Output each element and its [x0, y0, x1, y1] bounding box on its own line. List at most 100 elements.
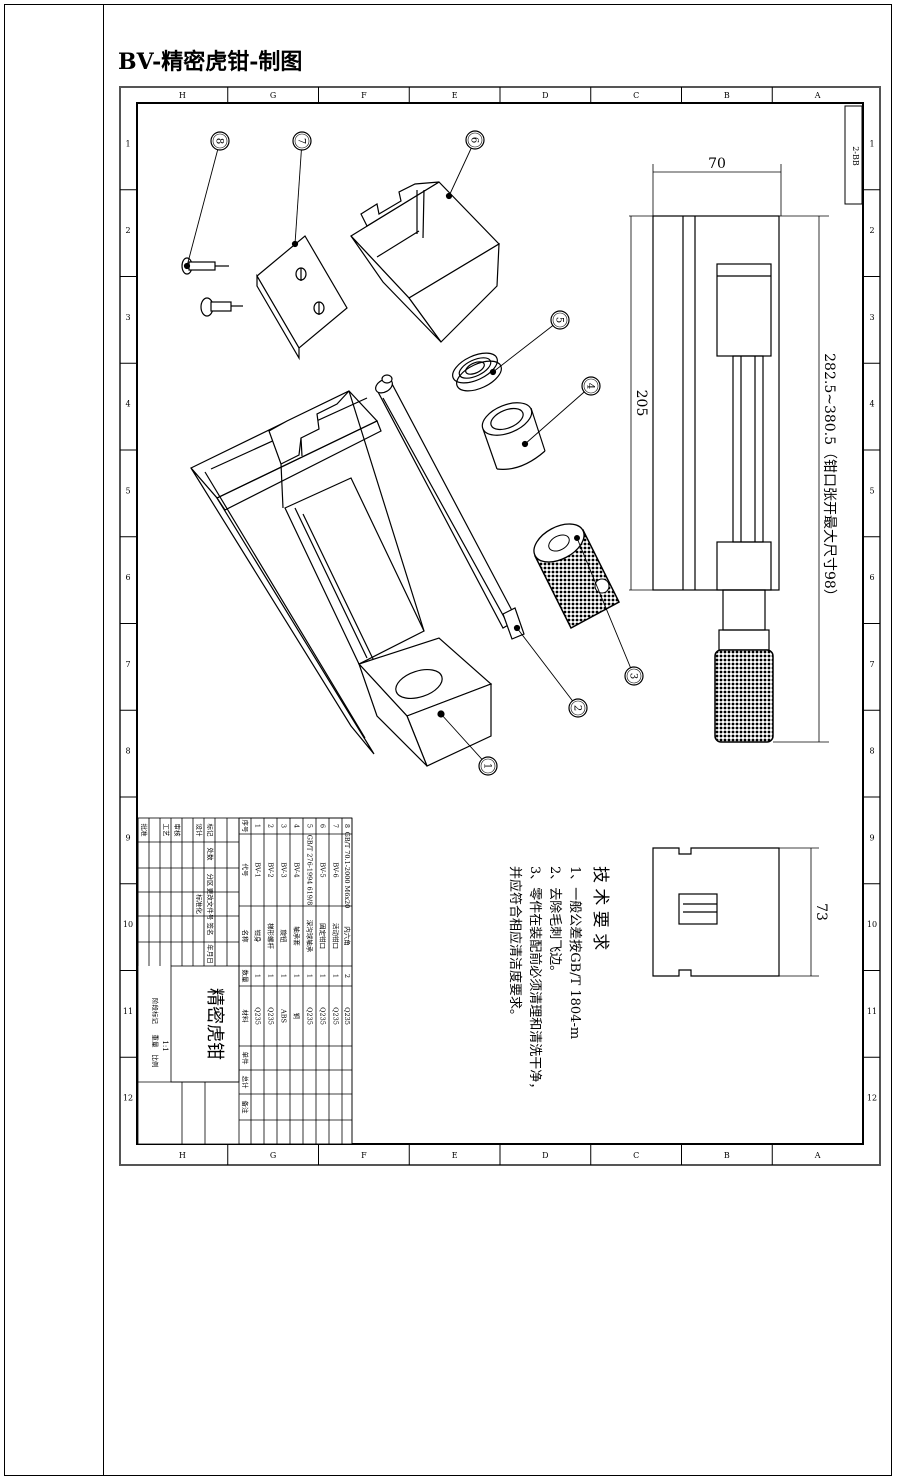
part-2-lead-screw: [375, 374, 525, 640]
zone-col-bottom-C: C: [633, 1151, 639, 1160]
tech-req-item-1: 1、一般公差按GB/T 1804-m: [567, 866, 583, 1039]
tech-req-item-2: 2、去除毛刺飞边。: [547, 866, 562, 978]
callout-leader-2: [516, 627, 579, 709]
bom-row-qty: 1: [306, 974, 314, 978]
zone-row-left-8: 8: [125, 747, 130, 756]
bom-row-name: 内六角: [343, 926, 352, 946]
title-block-label: 更改文件号: [206, 888, 215, 921]
zone-col-top-D: D: [542, 91, 548, 100]
zone-row-left-2: 2: [125, 226, 130, 235]
bom-row-name: 活动钳口: [332, 923, 341, 949]
bom-row-code: BV-4: [293, 862, 301, 877]
zone-col-top-H: H: [179, 91, 186, 100]
part-1-vise-body: [190, 390, 493, 767]
bom-row-material: ABS: [280, 1008, 288, 1023]
zone-row-right-7: 7: [869, 660, 874, 669]
title-block-label: 年月日: [206, 944, 215, 964]
title-block-label: 比例: [151, 1055, 160, 1068]
zone-row-right-4: 4: [869, 400, 874, 409]
end-view: [652, 847, 780, 977]
bom-row-no: 7: [332, 824, 340, 828]
bom-row-code: BV-6: [332, 862, 340, 877]
part-3-knob: [533, 523, 620, 630]
bom-header-cell: 代号: [241, 864, 250, 878]
callout-balloon-6: [465, 130, 485, 150]
bom-header-cell: 总计: [241, 1076, 250, 1090]
bom-row-material: Q235: [343, 1007, 351, 1025]
callout-leader-4: [524, 385, 592, 445]
bom-row-no: 3: [280, 824, 288, 828]
bom-row-name: 轴承套: [293, 926, 302, 946]
bom-header-cell: 单件: [241, 1052, 250, 1066]
zone-row-left-3: 3: [125, 313, 130, 322]
callout-number-6: 6: [469, 137, 480, 143]
dim-end-height: 73: [813, 903, 829, 921]
callout-number-7: 7: [296, 138, 307, 144]
top-view: [652, 215, 780, 743]
zone-row-right-9: 9: [869, 833, 874, 842]
bom-row-material: Q235: [267, 1007, 275, 1025]
zone-col-top-G: G: [270, 91, 276, 100]
title-block-label: 批准: [140, 824, 149, 838]
title-block-label: 重量: [151, 1035, 159, 1049]
title-block-label: 标准化: [195, 894, 204, 914]
bom-row-name: 深沟球轴承: [306, 920, 315, 953]
bom-header-cell: 数量: [241, 970, 250, 984]
part-4-bearing-sleeve: [481, 402, 546, 470]
zone-row-left-7: 7: [125, 660, 130, 669]
callout-balloon-2: [568, 698, 588, 718]
sheet-code: 2-BB: [851, 146, 860, 166]
bom-row-material: 铜: [293, 1013, 302, 1020]
part-8-screws: [181, 257, 243, 317]
bom-row-material: Q235: [254, 1007, 262, 1025]
zone-col-top-A: A: [814, 91, 821, 100]
part-6-fixed-jaw: [350, 181, 500, 343]
bom-row-qty: 1: [254, 974, 262, 978]
bom-row-code: BV-3: [280, 862, 288, 877]
bom-row-qty: 1: [332, 974, 340, 978]
zone-row-right-1: 1: [869, 139, 874, 148]
bom-row-name: 钳身: [254, 930, 263, 944]
bom-header-cell: 材料: [241, 1010, 250, 1024]
callout-number-4: 4: [585, 383, 596, 389]
bom-row-no: 4: [293, 824, 301, 828]
bom-row-qty: 1: [267, 974, 275, 978]
bom-row-qty: 2: [343, 974, 351, 978]
title-block-label: 分区: [206, 874, 215, 888]
bom-row-code: BV-2: [267, 862, 275, 877]
zone-row-right-6: 6: [869, 573, 874, 582]
technical-requirements: 技 术 要 求 1、一般公差按GB/T 1804-m 2、去除毛刺飞边。 3、零…: [507, 866, 610, 1095]
zone-col-top-F: F: [361, 91, 367, 100]
zone-col-bottom-E: E: [452, 1151, 458, 1160]
callout-leader-3: [576, 537, 635, 677]
bom-row-name: 梯形螺杆: [267, 923, 276, 950]
zone-row-right-2: 2: [869, 226, 874, 235]
callout-leader-5: [492, 319, 561, 373]
callout-number-3: 3: [628, 673, 639, 679]
left-margin-column: [4, 4, 104, 1476]
tech-req-item-4: 并应符合相应清洁度要求。: [507, 866, 523, 1022]
page-title: BV-精密虎钳-制图: [118, 49, 303, 75]
bom-row-qty: 1: [319, 974, 327, 978]
callout-number-2: 2: [572, 705, 583, 711]
bom-row-code: BV-1: [254, 862, 262, 877]
outer-frame: [4, 4, 892, 1476]
zone-row-right-12: 12: [867, 1094, 877, 1103]
callout-number-8: 8: [214, 138, 225, 144]
title-block-label: 设计: [195, 824, 204, 838]
sheet-code-box: [844, 105, 863, 205]
bom-header-cell: 名称: [241, 930, 250, 944]
drawing-name: 精密虎钳: [204, 988, 225, 1060]
zone-row-right-3: 3: [869, 313, 874, 322]
callout-balloon-4: [581, 376, 601, 396]
bom-row-qty: 1: [293, 974, 301, 978]
dim-body-length: 205: [633, 390, 649, 417]
callout-leader-6: [448, 139, 476, 197]
title-block-label: 签名: [206, 923, 215, 936]
zone-row-right-8: 8: [869, 747, 874, 756]
zone-col-bottom-B: B: [724, 1151, 730, 1160]
callout-leader-1: [440, 713, 489, 767]
zone-col-top-B: B: [724, 91, 730, 100]
